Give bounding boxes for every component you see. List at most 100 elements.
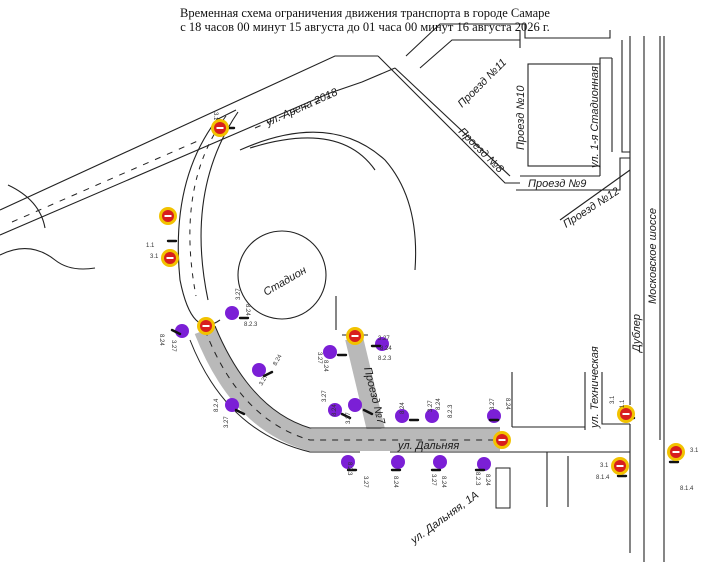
road-network (0, 23, 665, 562)
no-entry-sign-arena (211, 119, 229, 137)
label-moskovskoe: Московское шоссе (647, 208, 659, 304)
sign-code: 8.1.4 (596, 475, 610, 481)
sign-code: 3.27 (316, 352, 322, 364)
sign-code: 3.27 (236, 288, 242, 300)
sign-code: 3.1 (600, 463, 609, 469)
arena-road-edge-lower (0, 67, 396, 236)
sign-post (340, 412, 352, 420)
sign-post (170, 328, 182, 336)
sign-code: 3.1 (690, 448, 699, 454)
sign-code: 8.24 (400, 402, 406, 414)
sign-code: 3.27 (224, 416, 230, 428)
tow-zone-marker (341, 455, 355, 469)
no-entry-sign-dubler (611, 457, 629, 475)
sign-code: 3.1 (212, 112, 218, 121)
dalnyaya-edge-inner (214, 325, 500, 429)
sign-code: 8.24 (332, 404, 338, 416)
sign-post (234, 408, 246, 416)
proezd8-edge-lower (394, 67, 511, 177)
block-corner (599, 57, 612, 64)
stadionnaya-lower (600, 157, 630, 191)
inner-arc2 (249, 137, 376, 171)
sign-post (262, 370, 274, 378)
tow-zone-marker (225, 398, 239, 412)
tow-zone-marker (375, 337, 389, 351)
no-entry-bar (616, 465, 624, 467)
sign-code: 8.24 (380, 346, 392, 352)
dalnyaya-east-edge-lower (512, 451, 548, 507)
loop-junction (215, 109, 237, 121)
tow-zone-marker (328, 403, 342, 417)
no-entry-bar (164, 215, 172, 217)
sign-code: 8.24 (244, 304, 250, 316)
loop-outer (177, 117, 221, 326)
sign-code: 8.24 (484, 474, 490, 486)
sign-code: 3.27 (490, 398, 496, 410)
sign-code: 3.27 (322, 390, 328, 402)
no-entry-signs (159, 119, 685, 475)
tehnicheskaya-edge-right (601, 372, 630, 425)
sign-post (362, 408, 374, 416)
no-entry-bar (351, 335, 359, 337)
sign-posts (166, 126, 680, 478)
no-entry-bar (622, 413, 630, 415)
tow-zone-marker (395, 409, 409, 423)
no-entry-bar (202, 325, 210, 327)
sign-code: 8.24 (322, 360, 328, 372)
tow-zone-marker (425, 409, 439, 423)
arena-road-edge-upper (0, 55, 378, 211)
label-proezd11: Проезд №11 (456, 57, 510, 111)
title-line-1: Временная схема ограничения движения тра… (180, 6, 550, 20)
no-entry-bar (216, 127, 224, 129)
left-curve-edge (0, 248, 96, 270)
street-labels: ул. Арена 2018 Проезд №11 Проезд №10 Про… (262, 57, 660, 547)
proezd12-edge (559, 169, 631, 221)
label-proezd10: Проезд №10 (515, 85, 527, 150)
sign-code: 8.2.3 (474, 472, 480, 486)
no-entry-sign-dalnyaya-east (493, 431, 511, 449)
sign-code: 8.2.3 (378, 356, 392, 362)
sign-code: 8.24 (158, 334, 164, 346)
closed-dalnyaya (194, 325, 500, 451)
sign-code: 1.1 (146, 243, 155, 249)
sign-code: 8.2.3 (244, 322, 258, 328)
tow-zone-marker (391, 455, 405, 469)
sign-code: 1.1 (620, 399, 626, 408)
no-entry-bar (166, 257, 174, 259)
no-entry-sign-dalnyaya-west (197, 317, 215, 335)
sign-code: 3.1 (150, 254, 159, 260)
sign-code: 8.24 (440, 476, 446, 488)
tow-zone-marker (323, 345, 337, 359)
sign-code: 3.27 (378, 336, 390, 342)
label-proezd8: Проезд №8 (456, 126, 506, 176)
block-top (524, 24, 611, 39)
sign-code: 8.24 (504, 398, 510, 410)
tow-zone-marker (348, 398, 362, 412)
sign-code: 8.24 (273, 353, 284, 367)
sign-code: 3.27 (362, 476, 368, 488)
no-entry-sign-moskovskoe (667, 443, 685, 461)
tow-zone-marker (175, 324, 189, 338)
sign-code: 8.24 (392, 476, 398, 488)
label-stadion: Стадион (262, 264, 309, 298)
label-dubler: Дублер (631, 314, 643, 354)
label-proezd12: Проезд №12 (561, 185, 622, 230)
label-tehnicheskaya: ул. Техническая (589, 346, 601, 429)
proezd11-edge-b (419, 39, 521, 69)
sign-code: 8.2.3 (448, 404, 454, 418)
sign-code: 8.1.4 (680, 486, 694, 492)
sign-code: 3.27 (428, 400, 434, 412)
block-proezd10 (527, 63, 601, 167)
sign-code: 8.2.3 (346, 462, 352, 476)
tow-zone-marker (477, 457, 491, 471)
left-turn-edge (7, 184, 46, 229)
tow-zone-marker (433, 455, 447, 469)
sign-code: 3.27 (346, 412, 352, 424)
tow-zone-marker (225, 306, 239, 320)
inner-arc (239, 131, 417, 271)
tow-zone-marker (252, 363, 266, 377)
sign-code: 8.24 (436, 398, 442, 410)
arena-centerline-2 (254, 95, 331, 129)
